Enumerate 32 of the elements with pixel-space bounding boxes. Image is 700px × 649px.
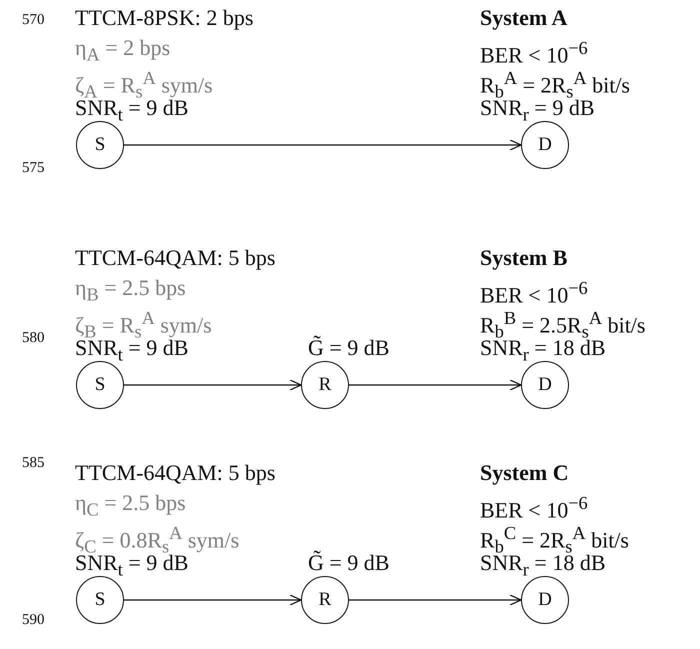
node-annotation: G̃ = 9 dB [308,335,390,361]
node-annotation: BER < 10$^{−6}$ [480,277,588,308]
line-number: 570 [22,12,44,29]
node-annotation: System B [480,245,568,271]
node-annotation: System A [480,5,568,31]
node-annotation: η$_{B}$ = 2.5 bps [75,275,186,306]
line-number: 575 [22,160,44,177]
node-circle: S [76,361,124,409]
node-annotation: BER < 10$^{−6}$ [480,37,588,68]
node-circle: S [76,121,124,169]
line-number: 585 [22,455,44,472]
line-number: 580 [22,330,44,347]
node-circle: D [521,576,569,624]
node-annotation: η$_{C}$ = 2.5 bps [75,490,186,522]
node-circle: D [521,121,569,169]
arrow [349,594,522,606]
node-circle: R [301,361,349,409]
arrow [124,379,302,391]
arrow [124,594,302,606]
node-annotation: System C [480,460,569,486]
node-circle: S [76,576,124,624]
node-annotation: BER < 10$^{−6}$ [480,492,588,524]
arrow [124,139,522,151]
node-annotation: TTCM-64QAM: 5 bps [75,460,276,486]
node-annotation: η$_{A}$ = 2 bps [75,35,170,66]
node-annotation: TTCM-64QAM: 5 bps [75,245,276,271]
line-number: 590 [22,612,44,629]
node-circle: D [521,361,569,409]
node-annotation: TTCM-8PSK: 2 bps [75,5,254,31]
node-circle: R [301,576,349,624]
arrow [349,379,522,391]
node-annotation: G̃ = 9 dB [308,550,390,576]
